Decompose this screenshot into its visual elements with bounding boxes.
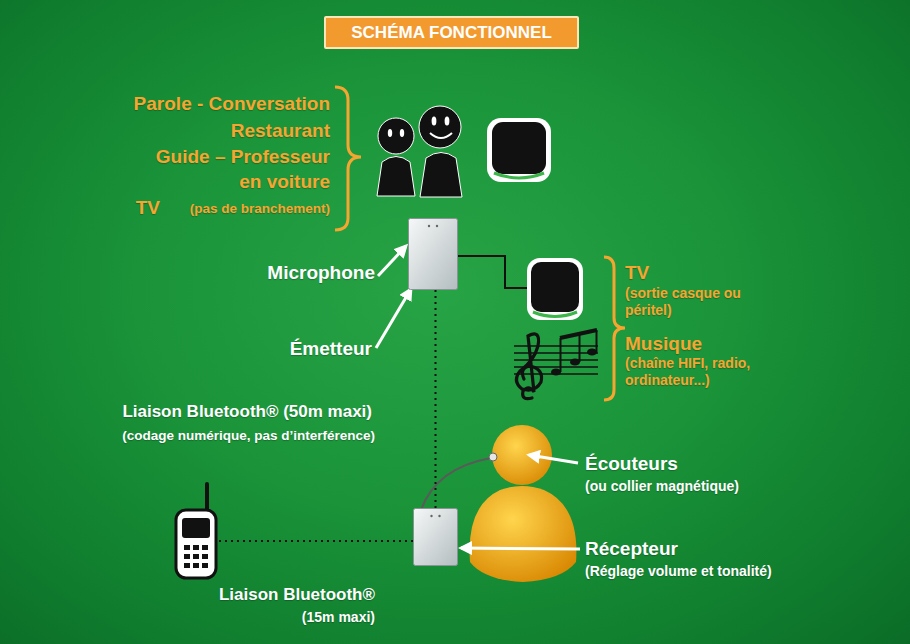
- phone-antenna: [205, 484, 209, 512]
- person-head: [419, 106, 461, 148]
- person-body: [377, 157, 415, 197]
- tv-shape: [527, 258, 583, 320]
- note-stem: [560, 338, 562, 372]
- earphone: [489, 453, 497, 461]
- callout-text: Émetteur: [230, 338, 372, 360]
- tv-icon: [487, 118, 551, 182]
- usage-text: TV: [80, 197, 160, 219]
- phone-key: [193, 545, 199, 550]
- listener-body: [470, 486, 577, 582]
- note-stem: [596, 330, 598, 352]
- staff-line: [514, 345, 598, 347]
- source-note: (chaîne HIFI, radio, ordinateur...): [625, 355, 785, 388]
- leader-arrow: [376, 289, 411, 348]
- device-led: [430, 515, 432, 517]
- phone-body: [176, 510, 216, 578]
- bluetooth-link: [435, 290, 437, 508]
- phone-key: [193, 563, 199, 568]
- device-case: [409, 219, 458, 290]
- staff-line: [514, 352, 598, 354]
- tv-base: [494, 173, 544, 178]
- source-heading: Musique: [625, 333, 775, 355]
- listener-head: [492, 425, 552, 485]
- tv-base: [533, 312, 577, 317]
- callout-text: Microphone: [230, 262, 375, 284]
- tv-frame: [487, 118, 551, 182]
- source-heading: TV: [625, 262, 705, 284]
- usage-text: Restaurant: [20, 120, 330, 142]
- device-led: [438, 515, 440, 517]
- bluetooth-link-line: [219, 540, 413, 542]
- source-note: (sortie casque ou péritel): [625, 285, 755, 318]
- callout-text: Récepteur: [585, 538, 805, 560]
- edge-label: Liaison Bluetooth® (50m maxi): [40, 402, 372, 422]
- phone-key: [202, 554, 208, 559]
- phone-key: [184, 545, 190, 550]
- receiver-box: Récepteur(Réglage volume et tonalité): [413, 508, 458, 566]
- note-beam: [560, 330, 597, 338]
- usage-text: Parole - Conversation: [20, 93, 330, 115]
- person-smile: [430, 133, 452, 138]
- person-eye: [400, 129, 404, 137]
- leader-arrow: [461, 548, 580, 549]
- usage-text: en voiture: [20, 171, 330, 193]
- callout-note: (Réglage volume et tonalité): [585, 563, 865, 580]
- tv-screen: [531, 262, 579, 312]
- music-symbol: [514, 330, 598, 399]
- phone-key: [193, 554, 199, 559]
- phone-key: [202, 545, 208, 550]
- device-led: [436, 225, 438, 227]
- tv-frame: [527, 258, 583, 320]
- callout-text: Écouteurs: [585, 453, 785, 475]
- link-text: Liaison Bluetooth®: [80, 585, 375, 605]
- person-eye: [432, 117, 437, 126]
- transmitter-box: MicrophoneÉmetteur: [408, 218, 458, 290]
- device-led: [428, 225, 430, 227]
- person-eye: [445, 117, 450, 126]
- phone-key: [184, 554, 190, 559]
- phone-key: [184, 563, 190, 568]
- tv-output-box: TV(sortie casque ou péritel): [527, 258, 583, 320]
- brace: [335, 87, 361, 230]
- callout-note: (ou collier magnétique): [585, 478, 845, 495]
- phone-screen: [182, 518, 210, 538]
- phone-icon: [176, 484, 216, 578]
- usage-text: Guide – Professeur: [20, 146, 330, 168]
- tv-screen: [492, 122, 546, 174]
- treble-clef: [516, 334, 541, 399]
- person-head: [378, 118, 414, 154]
- leader-arrow: [378, 246, 406, 276]
- earphone-wire: [421, 458, 491, 510]
- link-note: (codage numérique, pas d’interférence): [40, 428, 375, 444]
- phone-key: [202, 563, 208, 568]
- title-banner: SCHÉMA FONCTIONNEL: [324, 16, 579, 49]
- person-body: [420, 153, 462, 198]
- link-note: (15m maxi): [80, 609, 375, 626]
- brace: [604, 257, 625, 400]
- person-eye: [388, 129, 392, 137]
- audio-cable: [458, 256, 527, 288]
- device-case: [414, 509, 458, 566]
- note-stem: [579, 334, 581, 362]
- device-shape: [408, 218, 458, 290]
- staff-line: [514, 359, 598, 361]
- speaker-figures: [377, 106, 462, 197]
- leader-arrow: [529, 455, 578, 463]
- usage-note: (pas de branchement): [130, 201, 330, 217]
- device-shape: [413, 508, 458, 566]
